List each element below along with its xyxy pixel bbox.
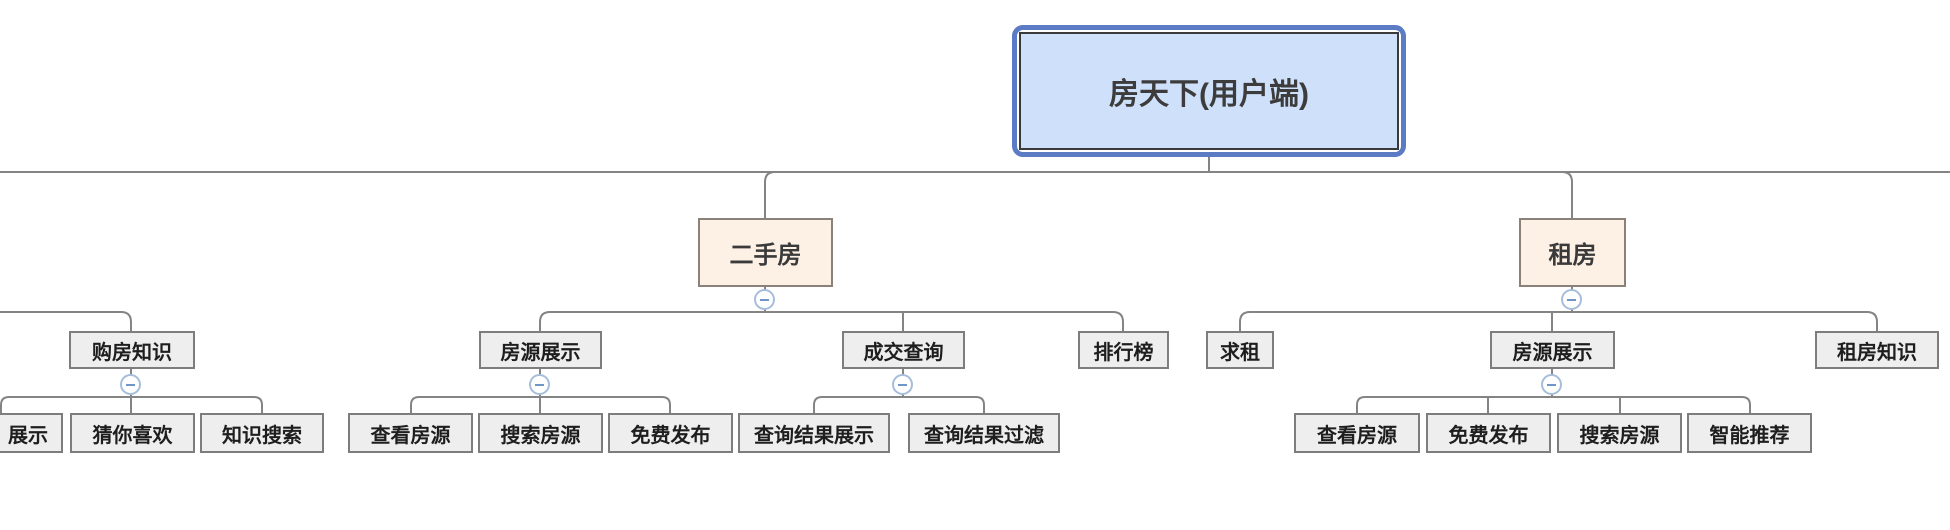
branch-node-secondhand-house[interactable]: 二手房 [698,218,833,287]
collapse-button-rent[interactable] [1561,289,1582,310]
leaf-node-knowledge-search[interactable]: 知识搜索 [200,413,324,453]
minus-icon [126,383,135,386]
topic-node-ranking[interactable]: 排行榜 [1078,331,1169,369]
leaf-node-search-listings-secondhand[interactable]: 搜索房源 [478,413,603,453]
minus-icon [760,298,769,301]
topic-node-listing-display-secondhand[interactable]: 房源展示 [479,331,602,369]
root-node[interactable]: 房天下(用户端) [1012,25,1406,157]
leaf-node-view-listings-secondhand[interactable]: 查看房源 [348,413,473,453]
collapse-button-listing-display-secondhand[interactable] [529,374,550,395]
branch-node-rent-house[interactable]: 租房 [1519,218,1626,287]
leaf-node-query-result-filter[interactable]: 查询结果过滤 [908,413,1060,453]
leaf-node-search-listings-rent[interactable]: 搜索房源 [1557,413,1682,453]
minus-icon [535,383,544,386]
minus-icon [1567,298,1576,301]
topic-node-listing-display-rent[interactable]: 房源展示 [1490,331,1615,369]
leaf-node-free-publish-rent[interactable]: 免费发布 [1426,413,1551,453]
leaf-node-guess-you-like[interactable]: 猜你喜欢 [70,413,195,453]
leaf-node-display-cutoff[interactable]: 展示 [0,413,63,453]
leaf-node-query-result-display[interactable]: 查询结果展示 [738,413,890,453]
root-node-label: 房天下(用户端) [1019,32,1399,150]
topic-node-deal-query[interactable]: 成交查询 [842,331,965,369]
topic-node-purchase-knowledge[interactable]: 购房知识 [69,331,195,369]
leaf-node-free-publish-secondhand[interactable]: 免费发布 [608,413,733,453]
collapse-button-purchase-knowledge[interactable] [120,374,141,395]
collapse-button-secondhand[interactable] [754,289,775,310]
leaf-node-smart-recommend[interactable]: 智能推荐 [1687,413,1812,453]
collapse-button-listing-display-rent[interactable] [1541,374,1562,395]
topic-node-rent-knowledge[interactable]: 租房知识 [1815,331,1939,369]
collapse-button-deal-query[interactable] [892,374,913,395]
topic-node-seek-rent[interactable]: 求租 [1206,331,1274,369]
minus-icon [1547,383,1556,386]
minus-icon [898,383,907,386]
leaf-node-view-listings-rent[interactable]: 查看房源 [1294,413,1420,453]
